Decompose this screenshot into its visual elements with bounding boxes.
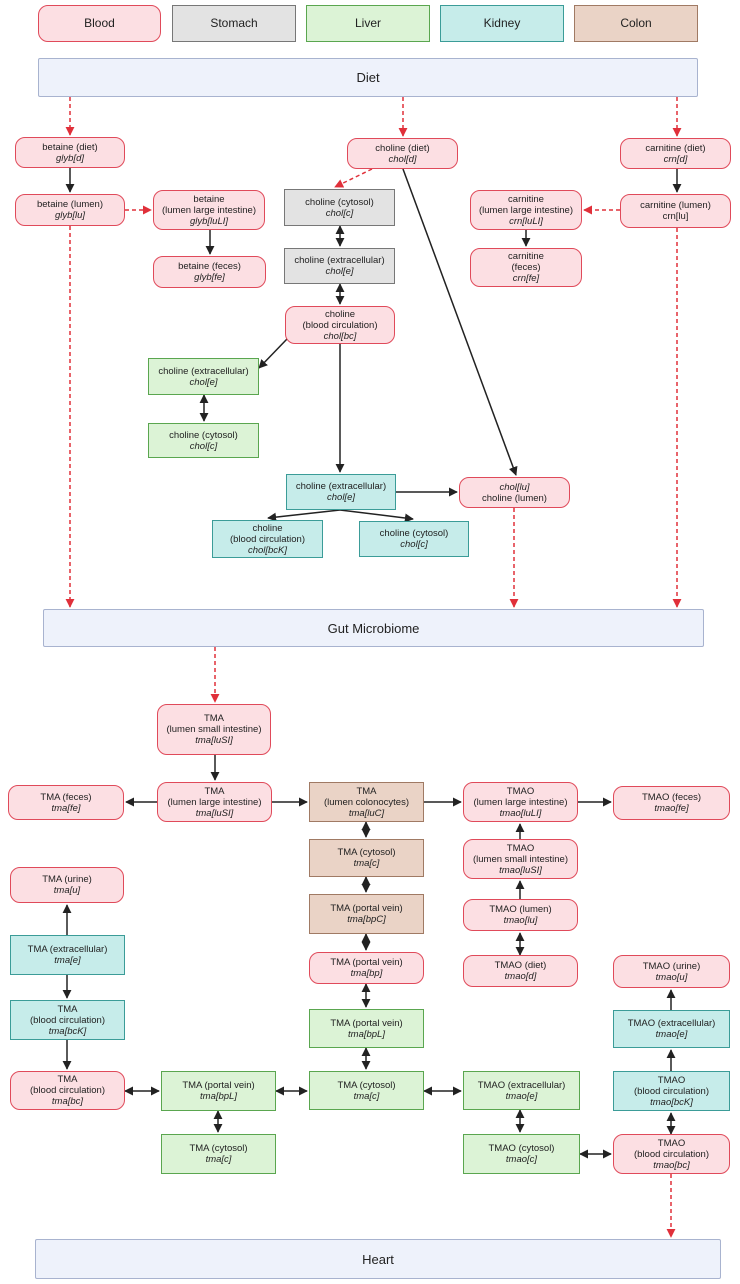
node-choline-extracellular-liver: choline (extracellular)chol[e] bbox=[148, 358, 259, 395]
node-tmao-blood-circulation: TMAO(blood circulation)tmao[bc] bbox=[613, 1134, 730, 1174]
node-betaine-lumen-large-intestine: betaine(lumen large intestine)glyb[luLI] bbox=[153, 190, 265, 230]
legend-kidney: Kidney bbox=[440, 5, 564, 42]
legend-blood: Blood bbox=[38, 5, 161, 42]
node-tma-extracellular-kidney: TMA (extracellular)tma[e] bbox=[10, 935, 125, 975]
node-tma-lumen-colonocytes: TMA(lumen colonocytes)tma[luC] bbox=[309, 782, 424, 822]
node-choline-cytosol-kidney: choline (cytosol)chol[c] bbox=[359, 521, 469, 557]
node-choline-extracellular-kidney: choline (extracellular)chol[e] bbox=[286, 474, 396, 510]
node-tma-lumen-small-intestine: TMA(lumen small intestine)tma[luSI] bbox=[157, 704, 271, 755]
node-betaine-diet: betaine (diet)glyb[d] bbox=[15, 137, 125, 168]
node-choline-extracellular-stomach: choline (extracellular)chol[e] bbox=[284, 248, 395, 284]
node-tmao-lumen: TMAO (lumen)tmao[lu] bbox=[463, 899, 578, 931]
node-tmao-feces: TMAO (feces)tmao[fe] bbox=[613, 786, 730, 820]
node-tma-portal-vein-colon: TMA (portal vein)tma[bpC] bbox=[309, 894, 424, 934]
band-gut-microbiome: Gut Microbiome bbox=[43, 609, 704, 647]
legend-colon: Colon bbox=[574, 5, 698, 42]
node-tma-portal-vein-liver: TMA (portal vein)tma[bpL] bbox=[161, 1071, 276, 1111]
node-tma-lumen-large-intestine: TMA(lumen large intestine)tma[luSI] bbox=[157, 782, 272, 822]
node-tma-cytosol-liver: TMA (cytosol)tma[c] bbox=[309, 1071, 424, 1110]
node-tma-blood-circulation: TMA(blood circulation)tma[bc] bbox=[10, 1071, 125, 1110]
node-choline-blood-circulation: choline(blood circulation)chol[bc] bbox=[285, 306, 395, 344]
node-tmao-lumen-small-intestine: TMAO(lumen small intestine)tmao[luSI] bbox=[463, 839, 578, 879]
legend-stomach: Stomach bbox=[172, 5, 296, 42]
node-carnitine-lumen-large-intestine: carnitine(lumen large intestine)crn[luLI… bbox=[470, 190, 582, 230]
node-choline-cytosol-liver: choline (cytosol)chol[c] bbox=[148, 423, 259, 458]
node-tmao-diet: TMAO (diet)tmao[d] bbox=[463, 955, 578, 987]
node-tmao-cytosol-liver: TMAO (cytosol)tmao[c] bbox=[463, 1134, 580, 1174]
legend-liver: Liver bbox=[306, 5, 430, 42]
node-tmao-blood-circulation-kidney: TMAO(blood circulation)tmao[bcK] bbox=[613, 1071, 730, 1111]
node-carnitine-diet: carnitine (diet)crn[d] bbox=[620, 138, 731, 169]
node-tma-portal-vein-blood: TMA (portal vein)tma[bp] bbox=[309, 952, 424, 984]
node-carnitine-lumen: carnitine (lumen)crn[lu] bbox=[620, 194, 731, 228]
node-carnitine-feces: carnitine(feces)crn[fe] bbox=[470, 248, 582, 287]
node-tmao-extracellular-kidney: TMAO (extracellular)tmao[e] bbox=[613, 1010, 730, 1048]
node-tma-cytosol-colon: TMA (cytosol)tma[c] bbox=[309, 839, 424, 877]
node-tmao-lumen-large-intestine: TMAO(lumen large intestine)tmao[luLI] bbox=[463, 782, 578, 822]
node-betaine-feces: betaine (feces)glyb[fe] bbox=[153, 256, 266, 288]
node-tma-blood-circulation-kidney: TMA(blood circulation)tma[bcK] bbox=[10, 1000, 125, 1040]
node-tma-feces: TMA (feces)tma[fe] bbox=[8, 785, 124, 820]
band-heart: Heart bbox=[35, 1239, 721, 1279]
node-betaine-lumen: betaine (lumen)glyb[lu] bbox=[15, 194, 125, 226]
dashed-arrow-7 bbox=[334, 168, 373, 188]
node-tma-urine: TMA (urine)tma[u] bbox=[10, 867, 124, 903]
arrow-10 bbox=[258, 338, 288, 369]
node-choline-blood-circulation-kidney: choline(blood circulation)chol[bcK] bbox=[212, 520, 323, 558]
node-tma-cytosol-liver-lower: TMA (cytosol)tma[c] bbox=[161, 1134, 276, 1174]
node-choline-cytosol-stomach: choline (cytosol)chol[c] bbox=[284, 189, 395, 226]
band-diet: Diet bbox=[38, 58, 698, 97]
node-choline-lumen: chol[lu]choline (lumen) bbox=[459, 477, 570, 508]
node-tma-portal-vein-liver-center: TMA (portal vein)tma[bpL] bbox=[309, 1009, 424, 1048]
arrow-16 bbox=[267, 509, 341, 522]
node-choline-diet: choline (diet)chol[d] bbox=[347, 138, 458, 169]
node-tmao-urine: TMAO (urine)tmao[u] bbox=[613, 955, 730, 988]
arrow-17 bbox=[339, 509, 414, 523]
node-tmao-extracellular-liver: TMAO (extracellular)tmao[e] bbox=[463, 1071, 580, 1110]
